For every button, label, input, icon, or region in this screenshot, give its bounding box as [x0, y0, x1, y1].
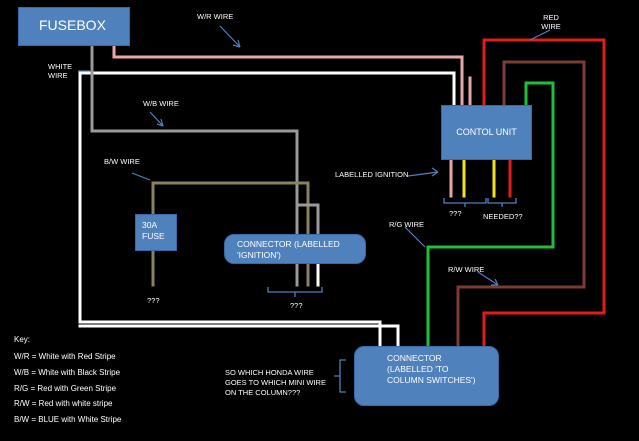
- arrow-red: [529, 29, 551, 41]
- arrow-wr: [219, 25, 241, 48]
- key-item: W/B = White with Black Stripe: [14, 368, 121, 377]
- arrow-rw: [477, 271, 499, 286]
- wire-red: [482, 38, 606, 348]
- red-wire-label: RED WIRE: [541, 13, 561, 31]
- key-title: Key:: [14, 335, 31, 344]
- connector-ignition-label: CONNECTOR (LABELLED 'IGNITION'): [237, 239, 340, 261]
- arrow-bw: [131, 172, 151, 181]
- wire-grey-conn: [296, 203, 320, 237]
- connector-unknown-label: ???: [290, 301, 303, 310]
- key-item: B/W = BLUE with White Stripe: [14, 415, 122, 424]
- wire-red-green: [426, 81, 555, 348]
- needed-label: NEEDED??: [483, 212, 523, 221]
- wire-white-black: [90, 44, 299, 287]
- fusebox-label: FUSEBOX: [39, 17, 106, 33]
- question-label: SO WHICH HONDA WIRE GOES TO WHICH MINI W…: [225, 368, 326, 398]
- wire-white-branch: [78, 71, 456, 107]
- control-unit-label: CONTOL UNIT: [456, 127, 517, 137]
- wire-red-white: [456, 60, 586, 348]
- arrow-rg: [404, 226, 426, 248]
- labelled-ignition-label: LABELLED IGNITION: [335, 170, 409, 179]
- fuse-30a-label: 30A FUSE: [142, 220, 165, 242]
- rg-wire-label: R/G WIRE: [389, 220, 424, 229]
- bw-wire-label: B/W WIRE: [104, 157, 140, 166]
- key-item: R/G = Red with Green Stripe: [14, 384, 117, 393]
- arrow-wb-head: [156, 118, 164, 127]
- arrow-wb: [149, 111, 164, 127]
- white-wire-label: WHITE WIRE: [48, 62, 73, 80]
- wb-wire-label: W/B WIRE: [143, 99, 179, 108]
- wire-white-red: [112, 44, 464, 107]
- fuse-unknown-label: ???: [147, 296, 160, 305]
- wr-wire-label: W/R WIRE: [197, 12, 234, 21]
- connector-ignition-box: CONNECTOR (LABELLED 'IGNITION'): [224, 234, 366, 264]
- brace-control-right: [487, 198, 517, 207]
- brace-connector: [267, 287, 323, 297]
- brace-question: [334, 359, 346, 393]
- arrow-labelled-ignition-head: [431, 167, 439, 177]
- control-unknown-label: ???: [449, 209, 462, 218]
- connector-column-box: CONNECTOR (LABELLED 'TO COLUMN SWITCHES'…: [354, 346, 499, 406]
- wire-white-branch-2: [78, 324, 400, 348]
- key-item: W/R = White with Red Stripe: [14, 352, 116, 361]
- arrow-rw-head: [491, 278, 499, 286]
- control-unit-box: CONTOL UNIT: [441, 105, 532, 160]
- wire-white: [78, 71, 382, 348]
- rw-wire-label: R/W WIRE: [448, 265, 485, 274]
- brace-control-left: [443, 198, 487, 207]
- connector-column-label: CONNECTOR (LABELLED 'TO COLUMN SWITCHES'…: [387, 353, 476, 386]
- arrow-wr-head: [232, 39, 241, 48]
- arrow-labelled-ignition: [407, 171, 439, 177]
- fusebox-box: FUSEBOX: [18, 7, 130, 46]
- fuse-30a-box: 30A FUSE: [135, 214, 177, 251]
- key-item: R/W = Red with white stripe: [14, 399, 113, 408]
